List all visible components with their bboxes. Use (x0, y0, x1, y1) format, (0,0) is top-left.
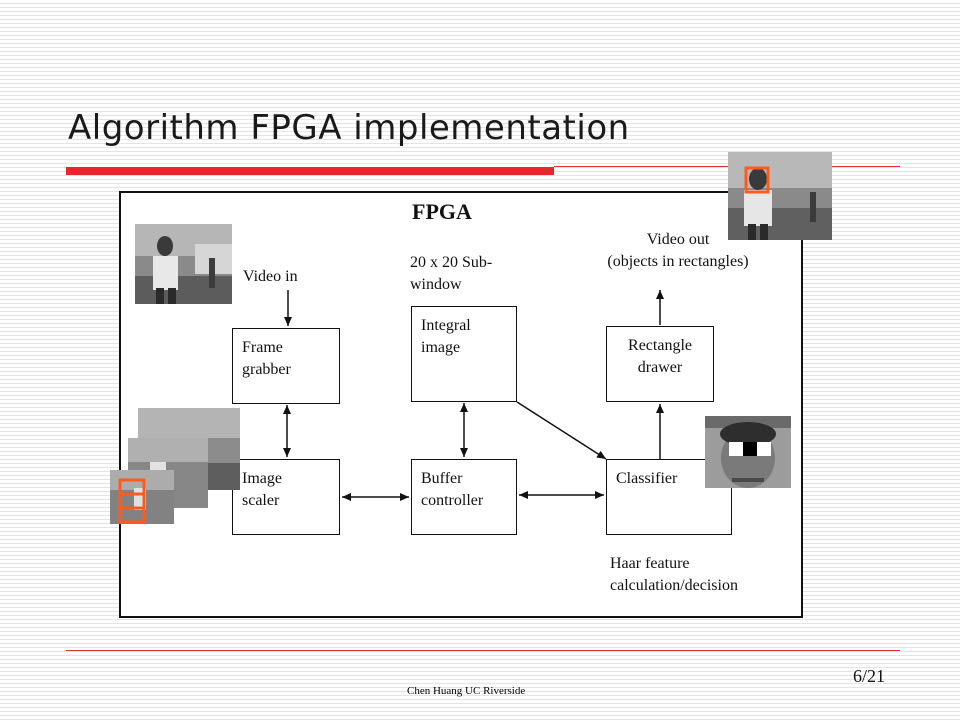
frame-grabber-line-2: grabber (242, 361, 291, 378)
image-scaler-block: Image scaler (232, 459, 340, 535)
integral-image-line-1: Integral (421, 317, 471, 334)
video-out-label: Video out (objects in rectangles) (578, 229, 778, 273)
video-in-photo (135, 224, 232, 304)
footer-rule (66, 650, 900, 651)
detection-rectangle (744, 166, 770, 194)
title-underline-thin (554, 166, 900, 167)
frame-grabber-line-1: Frame (242, 339, 283, 356)
image-scaler-line-1: Image (242, 470, 282, 487)
buffer-controller-line-2: controller (421, 492, 484, 509)
integral-image-line-2: image (421, 339, 461, 356)
integral-image-block: Integral image (411, 306, 517, 402)
haar-feature-label: Haar feature calculation/decision (610, 555, 738, 594)
subwindow-label: 20 x 20 Sub-window (410, 254, 493, 293)
frame-grabber-block: Frame grabber (232, 328, 340, 404)
haar-feature-white-right (757, 442, 771, 456)
image-pyramid-photos (110, 408, 240, 524)
buffer-controller-block: Buffer controller (411, 459, 517, 535)
haar-face-photo (705, 416, 791, 488)
video-out-title: Video out (646, 231, 710, 248)
image-scaler-line-2: scaler (242, 492, 280, 509)
page-number: 6/21 (853, 666, 886, 686)
rectangle-drawer-line-2: drawer (637, 359, 683, 376)
footer-author: Chen Huang UC Riverside (407, 685, 526, 697)
fpga-label: FPGA (412, 199, 472, 224)
rectangle-drawer-block: Rectangle drawer (606, 326, 714, 402)
slide-title: Algorithm FPGA implementation (68, 108, 630, 148)
buffer-controller-line-1: Buffer (421, 470, 463, 487)
video-out-subtitle: (objects in rectangles) (607, 253, 749, 270)
scan-windows (118, 478, 146, 524)
video-in-label: Video in (243, 268, 298, 285)
arrow-integral-classifier (516, 401, 607, 460)
haar-feature-black (743, 442, 757, 456)
rectangle-drawer-line-1: Rectangle (628, 337, 692, 354)
haar-feature-white-left (729, 442, 743, 456)
classifier-line-1: Classifier (616, 470, 678, 487)
video-out-photo (728, 152, 832, 240)
title-underline-thick (66, 167, 554, 175)
